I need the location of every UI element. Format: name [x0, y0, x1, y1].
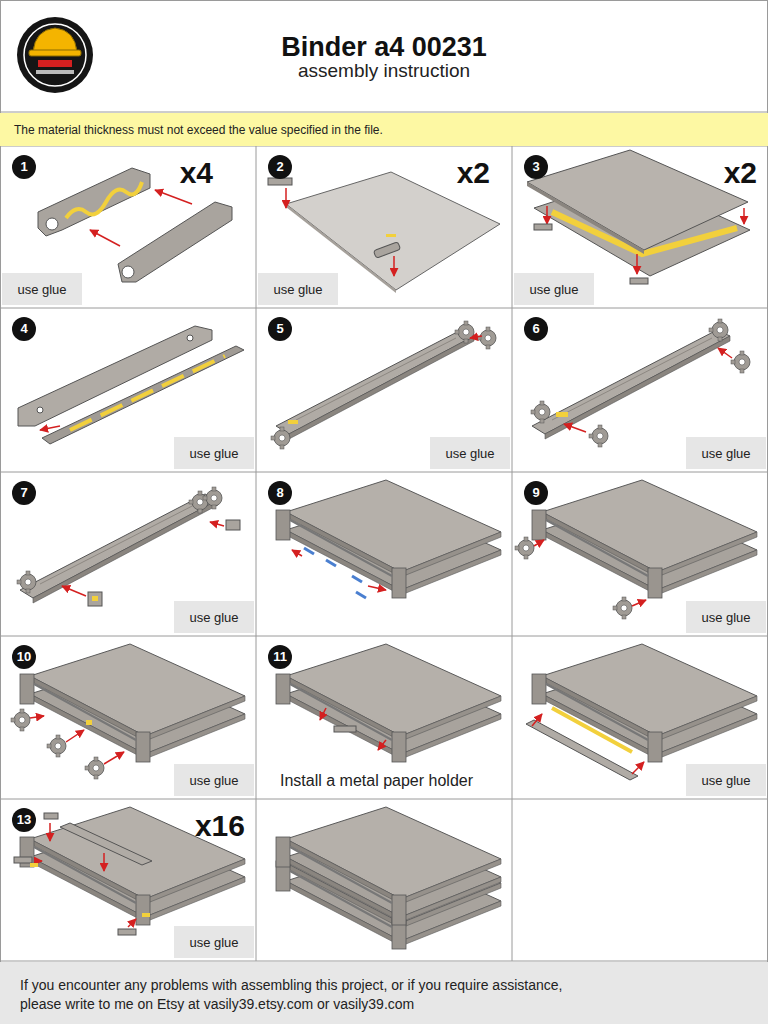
glue-text: use glue: [701, 773, 750, 788]
step-number: 6: [524, 317, 548, 341]
warning-band: The material thickness must not exceed t…: [0, 113, 768, 146]
step-number: 5: [268, 317, 292, 341]
page-title: Binder a4 00231: [0, 32, 768, 62]
step-12-art: [526, 644, 757, 780]
glue-text: use glue: [189, 446, 238, 461]
help-text: If you encounter any problems with assem…: [20, 976, 598, 1014]
glue-note: use glue: [430, 437, 510, 469]
instruction-text: Install a metal paper holder: [280, 771, 473, 791]
step-panel: 10 use glue: [0, 636, 256, 799]
glue-text: use glue: [445, 446, 494, 461]
step-panel: 6 use glue: [512, 308, 768, 472]
step-number: 1: [12, 155, 36, 179]
step-panel: 4 use glue: [0, 308, 256, 472]
step-number: 11: [268, 645, 292, 669]
final-binder-art: [276, 807, 501, 949]
step-number: 3: [524, 155, 548, 179]
step-9-art: [515, 480, 757, 619]
glue-text: use glue: [189, 773, 238, 788]
quantity-label: x2: [724, 156, 757, 190]
step-panel: 11Install a metal paper holder: [256, 636, 512, 799]
glue-text: use glue: [701, 446, 750, 461]
step-number: 7: [12, 481, 36, 505]
step-panel: 5 use glue: [256, 308, 512, 472]
glue-note: use glue: [258, 273, 338, 305]
help-footer: If you encounter any problems with assem…: [0, 962, 768, 1024]
glue-note: use glue: [174, 601, 254, 633]
step-number: 2: [268, 155, 292, 179]
step-5-art: [271, 321, 496, 449]
glue-text: use glue: [701, 610, 750, 625]
glue-note: use glue: [686, 437, 766, 469]
page-subtitle: assembly instruction: [0, 60, 768, 82]
quantity-label: x2: [457, 156, 490, 190]
step-number: 10: [12, 645, 36, 669]
glue-note: use glue: [174, 437, 254, 469]
glue-note: use glue: [174, 764, 254, 796]
glue-text: use glue: [189, 935, 238, 950]
logo: [17, 17, 93, 93]
quantity-label: x16: [195, 809, 245, 843]
glue-note: use glue: [174, 926, 254, 958]
step-7-art: [17, 487, 240, 606]
step-number: 13: [12, 808, 36, 832]
step-13-art: [14, 807, 245, 935]
step-panel: 2 x2 use glue: [256, 146, 512, 308]
step-4-art: [18, 326, 244, 444]
step-10-art: [11, 644, 245, 779]
glue-text: use glue: [17, 282, 66, 297]
step-6-art: [531, 319, 750, 447]
glue-note: use glue: [686, 601, 766, 633]
step-8-art: [276, 480, 501, 598]
glue-text: use glue: [189, 610, 238, 625]
warning-text: The material thickness must not exceed t…: [14, 113, 383, 147]
step-panel: 9 use glue: [512, 472, 768, 636]
quantity-label: x4: [180, 156, 213, 190]
step-panel: 8: [256, 472, 512, 636]
step-panel: 7 use glue: [0, 472, 256, 636]
step-panel: 3 x2 use glue: [512, 146, 768, 308]
glue-note: use glue: [686, 764, 766, 796]
glue-note: use glue: [2, 273, 82, 305]
step-panel: 13 x16 use glue: [0, 799, 256, 961]
step-3-art: [527, 150, 750, 284]
step-panel: 1 x4 use glue: [0, 146, 256, 308]
glue-text: use glue: [529, 282, 578, 297]
step-number: 4: [12, 317, 36, 341]
glue-note: use glue: [514, 273, 594, 305]
glue-text: use glue: [273, 282, 322, 297]
step-number: 9: [524, 481, 548, 505]
step-11-art: [276, 644, 501, 762]
step-number: 8: [268, 481, 292, 505]
